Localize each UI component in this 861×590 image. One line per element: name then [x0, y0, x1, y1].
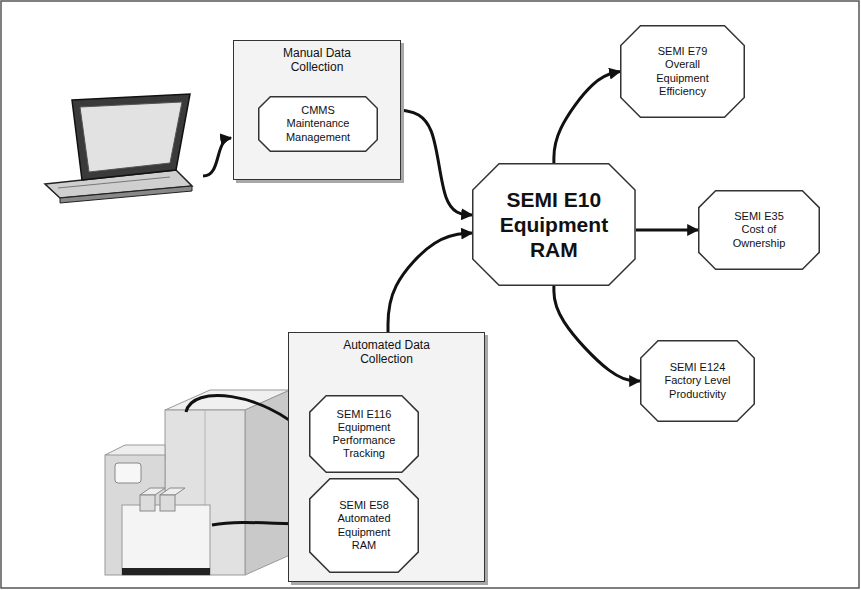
text-group: CMMS Maintenance Management — [258, 96, 378, 152]
node-label: SEMI E35 Cost of Ownership — [724, 210, 794, 250]
octagon-shape — [259, 97, 378, 152]
octagon-node: SEMI E79 Overall Equipment Efficiency — [620, 25, 745, 118]
node-label: SEMI E58 Automated Equipment RAM — [333, 499, 395, 552]
text-group: Automated Data Collection — [289, 338, 484, 367]
node-label: SEMI E124 Factory Level Productivity — [661, 361, 735, 401]
node-label: SEMI E79 Overall Equipment Efficiency — [644, 45, 722, 98]
octagon-shape — [699, 191, 820, 270]
text-group: SEMI E35 Cost of Ownership — [698, 190, 820, 270]
group-heading: Automated Data Collection — [332, 338, 442, 367]
group-box: Automated Data CollectionSEMI E116 Equip… — [288, 332, 485, 582]
octagon-node: SEMI E58 Automated Equipment RAM — [309, 478, 419, 573]
node-label: SEMI E10 Equipment RAM — [493, 187, 615, 263]
flow-arrow — [388, 233, 472, 332]
text-group: SEMI E58 Automated Equipment RAM — [309, 478, 419, 573]
equipment-illustration — [105, 390, 290, 575]
text-group: Manual Data Collection — [234, 46, 400, 75]
node-label: CMMS Maintenance Management — [282, 104, 354, 144]
octagon-shape — [473, 164, 635, 286]
flow-arrow — [636, 229, 698, 232]
octagon-shape — [310, 479, 419, 573]
octagon-node: SEMI E10 Equipment RAM — [472, 163, 636, 286]
octagon-node: SEMI E35 Cost of Ownership — [698, 190, 820, 270]
octagon-node: SEMI E124 Factory Level Productivity — [640, 340, 755, 422]
flow-arrow — [554, 286, 640, 381]
flow-arrow — [401, 110, 472, 215]
laptop-arrow — [203, 138, 231, 176]
node-label: SEMI E116 Equipment Performance Tracking — [329, 408, 399, 461]
octagon-shape — [641, 341, 755, 422]
laptop-illustration — [45, 94, 192, 203]
text-group: SEMI E10 Equipment RAM — [472, 163, 636, 286]
text-group: SEMI E124 Factory Level Productivity — [640, 340, 755, 422]
text-group: SEMI E79 Overall Equipment Efficiency — [620, 25, 745, 118]
octagon-shape — [310, 396, 419, 473]
octagon-node: CMMS Maintenance Management — [258, 96, 378, 152]
flow-arrow — [554, 72, 620, 164]
octagon-node: SEMI E116 Equipment Performance Tracking — [309, 395, 419, 473]
group-box: Manual Data CollectionCMMS Maintenance M… — [233, 40, 401, 180]
group-heading: Manual Data Collection — [267, 46, 367, 75]
octagon-shape — [621, 26, 745, 118]
text-group: SEMI E116 Equipment Performance Tracking — [309, 395, 419, 473]
